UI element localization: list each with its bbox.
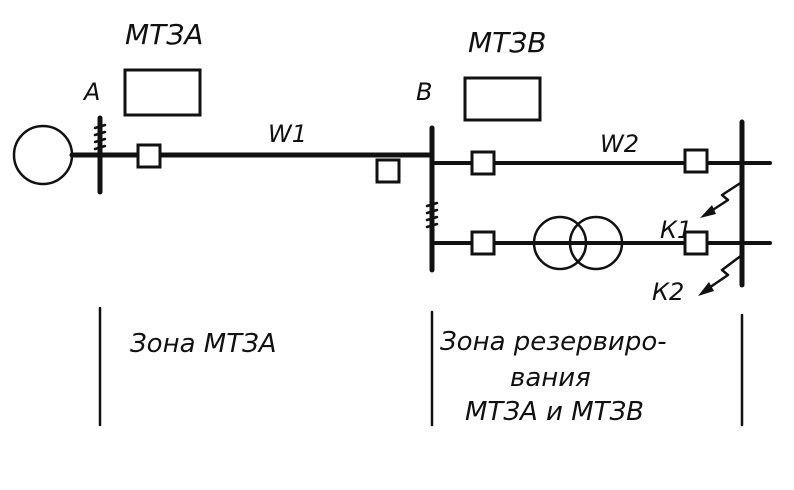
fault-k1-arrowhead — [700, 205, 716, 218]
relay-a-box — [123, 68, 202, 117]
relay-a-label: МТЗА — [125, 18, 203, 51]
breaker-w2-end — [683, 148, 709, 174]
transformer-winding-2 — [568, 215, 624, 271]
reserve-zone-label-3: МТЗА и МТЗВ — [465, 397, 644, 427]
breaker-transformer-hv — [470, 230, 496, 256]
current-transformer-a-icon — [93, 123, 107, 151]
generator-symbol — [12, 124, 74, 186]
bus-b-label: В — [416, 78, 432, 106]
current-transformer-b-icon — [425, 201, 439, 229]
zone-a-label: Зона МТЗА — [130, 329, 277, 359]
line-w1-label: W1 — [268, 120, 307, 148]
line-w2-label: W2 — [600, 130, 639, 158]
bus-a-label: А — [82, 78, 100, 106]
reserve-zone-label-2: вания — [510, 363, 591, 393]
breaker-transformer-lv — [683, 230, 709, 256]
breaker-w1-b — [375, 158, 401, 184]
relay-b-box — [463, 76, 542, 122]
reserve-zone-label-1: Зона резервиро- — [440, 327, 667, 357]
breaker-a — [136, 143, 162, 169]
fault-k2-label: К2 — [652, 278, 684, 306]
fault-k2-arrowhead — [698, 282, 714, 296]
relay-b-label: МТЗВ — [468, 26, 546, 59]
breaker-w2-start — [470, 150, 496, 176]
fault-k2-icon — [701, 253, 744, 294]
transformer-winding-1 — [532, 215, 588, 271]
fault-k1-icon — [703, 180, 744, 217]
